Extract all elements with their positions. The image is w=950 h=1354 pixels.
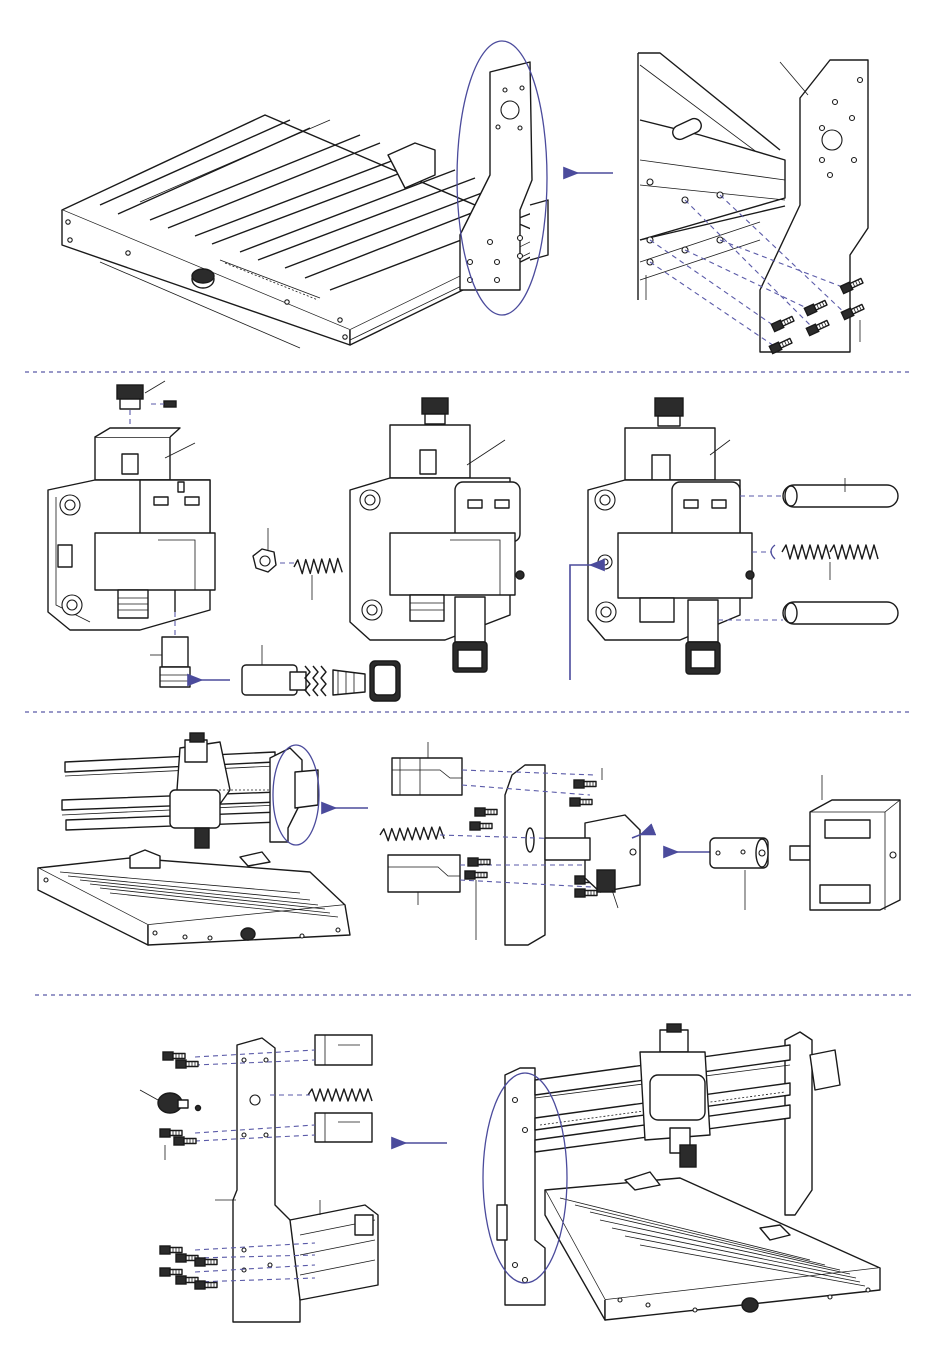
carriage-rods-and-leadscrew — [570, 398, 898, 680]
left-plate-assembly — [140, 1035, 378, 1322]
step-4 — [140, 1024, 880, 1322]
motor-and-coupler — [710, 775, 900, 910]
step-2 — [48, 381, 898, 701]
spindle-carriage — [350, 398, 524, 672]
finished-machine — [483, 1024, 880, 1320]
base-frame-assembled — [62, 41, 548, 348]
step-3 — [38, 733, 900, 945]
step-1 — [62, 41, 868, 354]
gantry-on-base — [38, 733, 350, 945]
side-plate-bolting-detail — [638, 53, 868, 354]
rails-to-plate-detail — [380, 742, 642, 945]
spindle-collet-assembly — [48, 381, 400, 701]
